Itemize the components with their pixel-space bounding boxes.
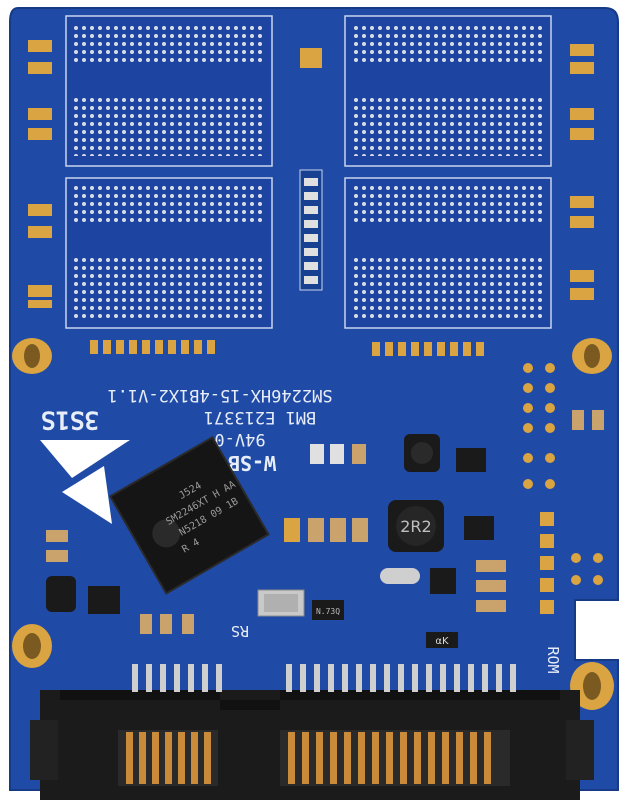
sata-solder-pins xyxy=(132,664,516,692)
passive-row-left xyxy=(90,340,215,354)
small-ic-mark: N.73Q xyxy=(316,607,340,616)
passive-row-right xyxy=(372,342,484,356)
center-passive-column xyxy=(299,48,323,291)
silkscreen-model: SM2246HX-15-4B1X2-V1.1 xyxy=(107,385,332,405)
inductor-small xyxy=(404,434,440,472)
mounting-hole-bottom-right xyxy=(570,662,614,710)
passive-cluster: αK xyxy=(46,444,506,648)
small-ic: N.73Q xyxy=(312,600,344,620)
nand-pad-bottom-left xyxy=(65,177,273,329)
controller-chip: J524 SM2246XT H AA N5218 09 1B R 4 xyxy=(108,436,270,595)
header-pins-top xyxy=(523,363,555,489)
silkscreen-maker: W-SB xyxy=(228,451,276,475)
silkscreen-rom: ROM xyxy=(544,646,562,673)
nand-pad-top-left xyxy=(65,15,273,167)
header-pins-bottom xyxy=(540,512,603,614)
inductor-mark: 2R2 xyxy=(400,517,431,536)
right-smd-pads xyxy=(570,44,594,300)
mounting-hole-bottom-left xyxy=(12,624,52,668)
silkscreen-rs: RS xyxy=(231,622,249,640)
label-ak: αK xyxy=(435,636,449,647)
silkscreen-cert: BM1 E213371 xyxy=(204,407,317,427)
mounting-hole-mid-right xyxy=(572,338,612,374)
sata-gold-contacts-power xyxy=(288,732,491,784)
sata-gold-contacts-data xyxy=(126,732,211,784)
left-smd-pads xyxy=(28,40,52,308)
sata-connector xyxy=(30,690,594,800)
logo-mark xyxy=(40,440,130,524)
silkscreen-code: 3S1S xyxy=(41,406,99,434)
crystal-oscillator xyxy=(257,589,305,617)
mounting-hole-mid-left xyxy=(12,338,52,374)
silkscreen-rating: 94V-0 xyxy=(214,429,265,449)
nand-pad-top-right xyxy=(344,15,552,167)
nand-pad-bottom-right xyxy=(344,177,552,329)
power-inductor: 2R2 xyxy=(388,500,444,552)
right-edge-smd xyxy=(572,410,604,430)
